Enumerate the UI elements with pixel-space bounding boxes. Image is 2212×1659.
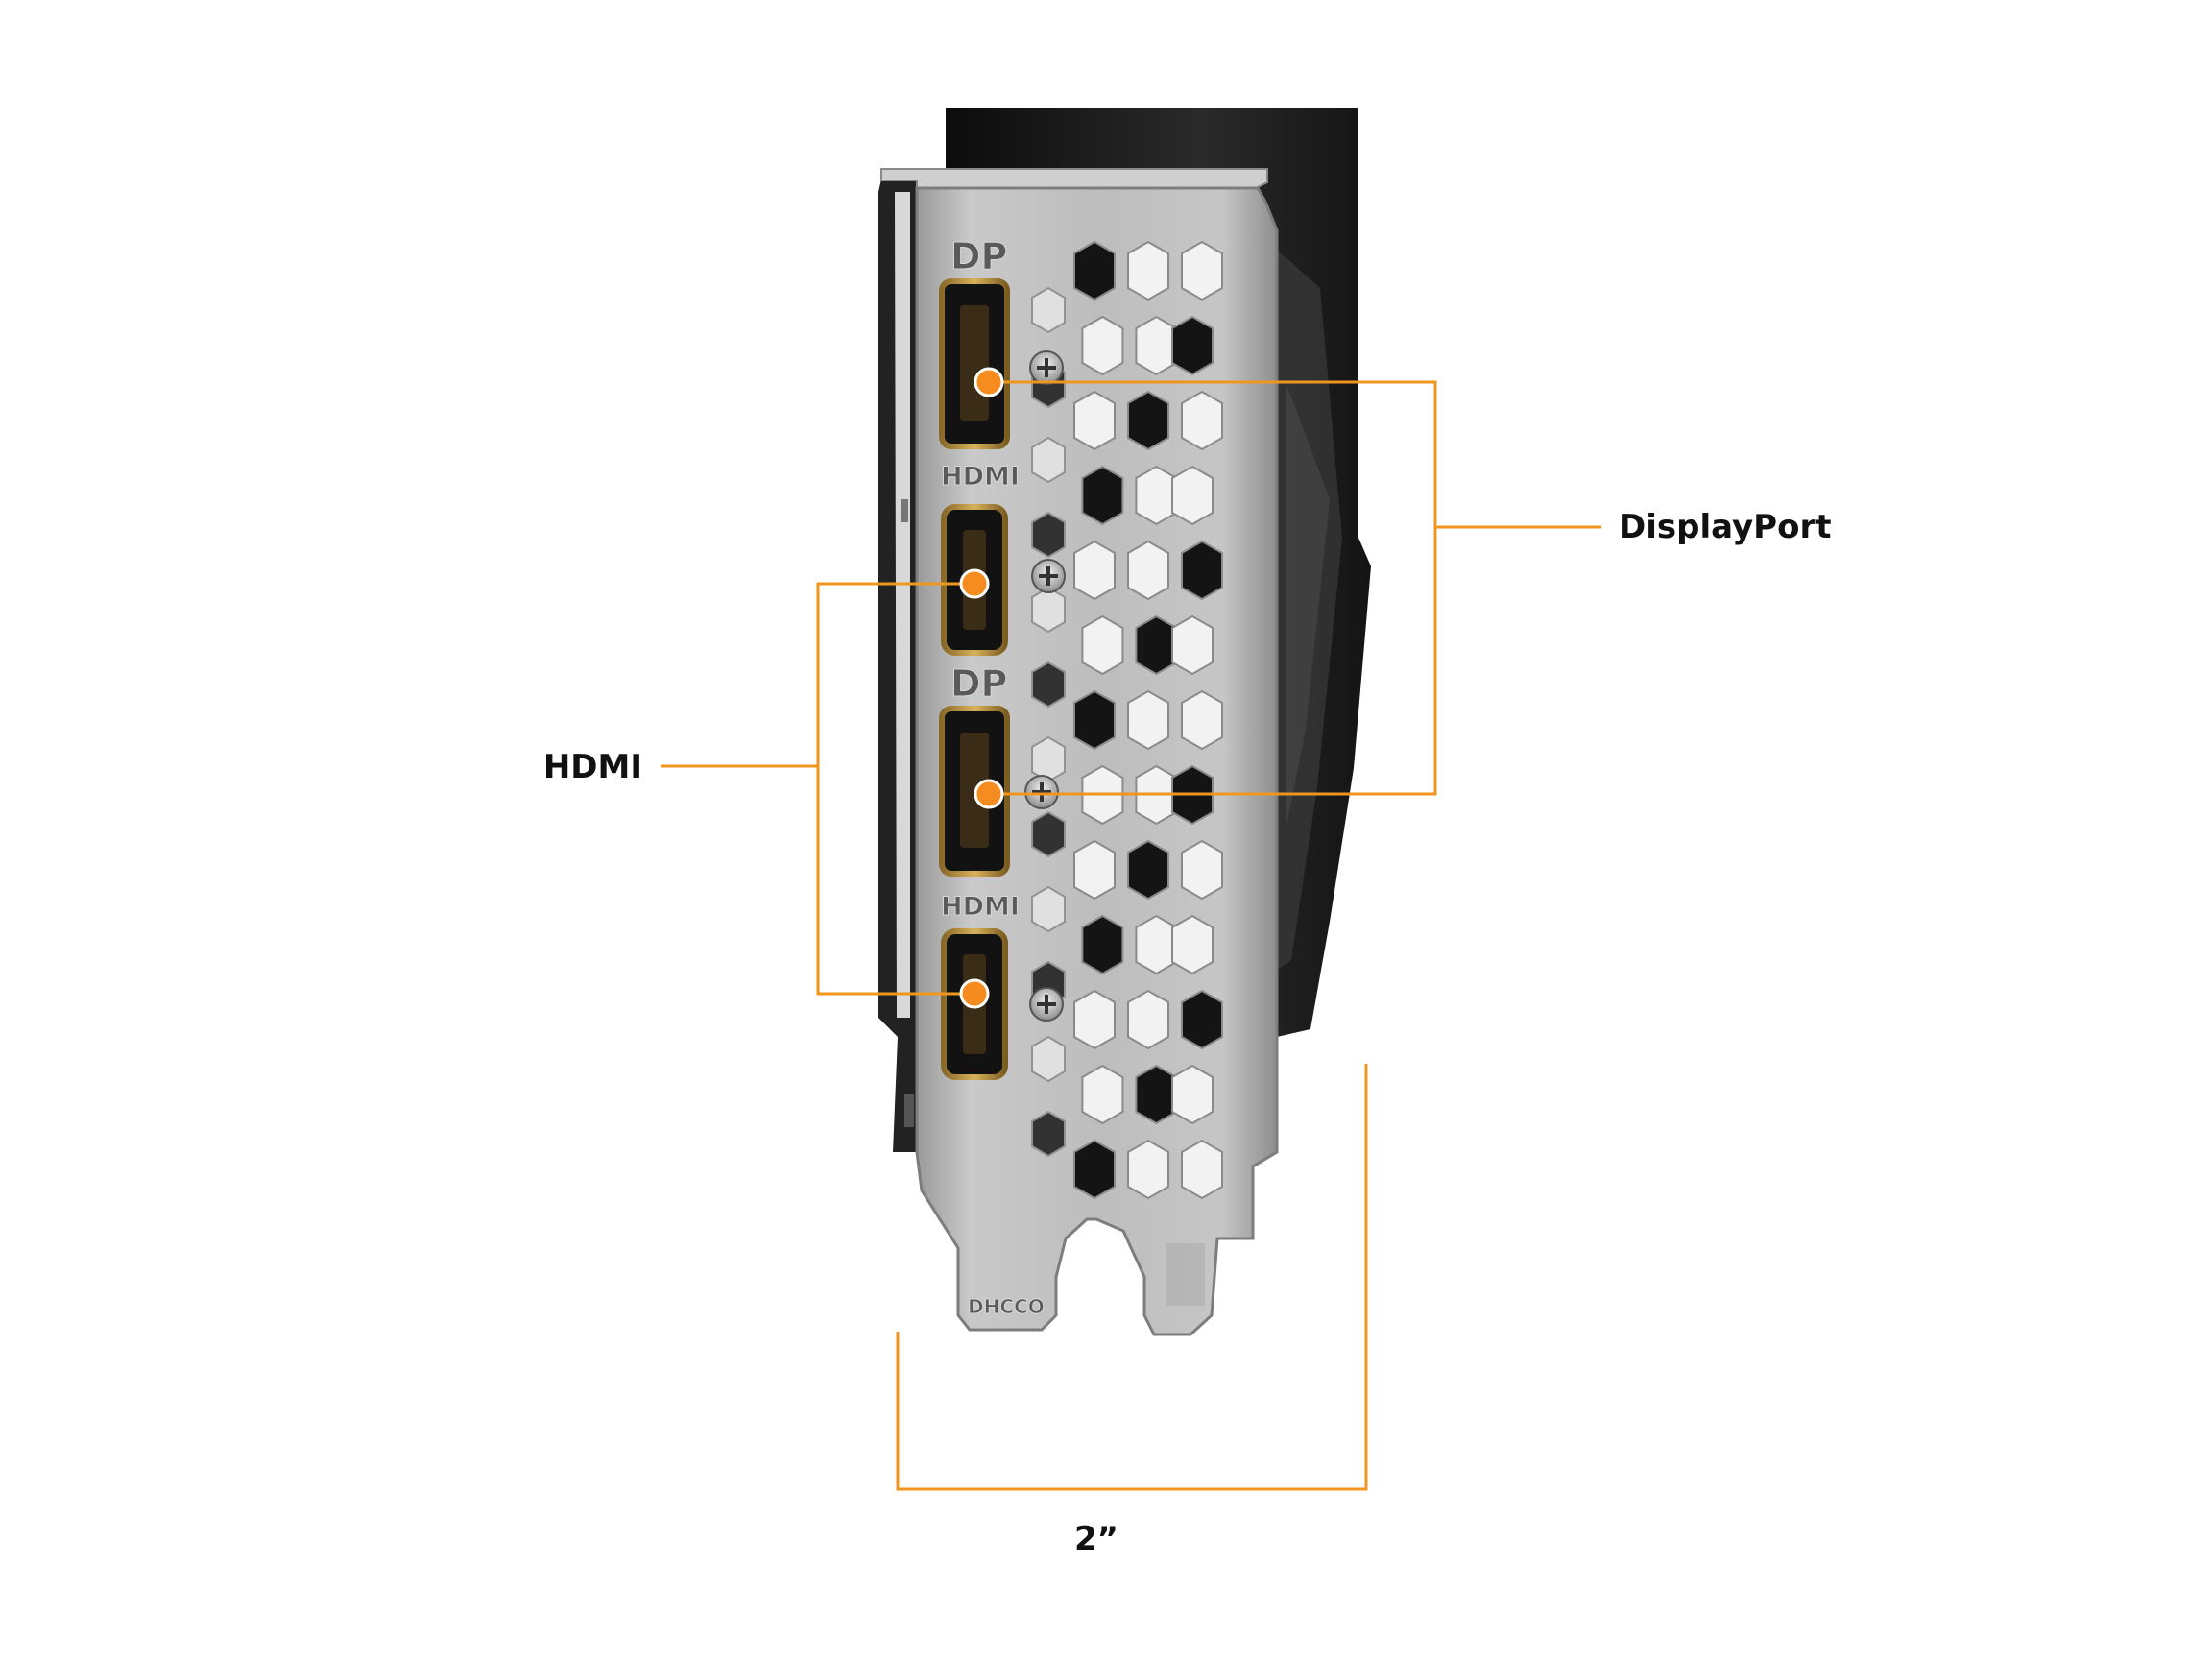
vent-cutout bbox=[1181, 839, 1223, 901]
vent-cutout bbox=[1171, 614, 1214, 676]
hdmi-bracket-line bbox=[816, 582, 974, 996]
displayport-label: DisplayPort bbox=[1619, 508, 1831, 546]
vent-cutout bbox=[1135, 614, 1178, 676]
vent-cutout bbox=[1031, 735, 1066, 783]
vent-cutout bbox=[1073, 540, 1116, 601]
screw-icon bbox=[1031, 559, 1066, 593]
vent-cutout bbox=[1073, 1139, 1116, 1200]
bracket-mark-dp-lower: DP bbox=[950, 662, 1007, 705]
vent-cutout bbox=[1127, 540, 1169, 601]
vent-cutout bbox=[1127, 1139, 1169, 1200]
bracket-mark-dp-top: DP bbox=[950, 235, 1007, 277]
screw-icon bbox=[1024, 775, 1059, 809]
vent-cutout bbox=[1073, 839, 1116, 901]
vent-cutout bbox=[1031, 1035, 1066, 1083]
vent-cutout bbox=[1081, 914, 1124, 975]
bracket-screws bbox=[1024, 350, 1066, 1022]
vent-cutout bbox=[1081, 315, 1124, 376]
vent-cutout bbox=[1127, 240, 1169, 301]
vent-cutout bbox=[1081, 1064, 1124, 1125]
bracket-vent-grid bbox=[1031, 240, 1223, 1200]
vent-cutout bbox=[1135, 315, 1178, 376]
port-marker-dot bbox=[974, 779, 1004, 809]
vent-cutout bbox=[1127, 989, 1169, 1050]
vent-cutout bbox=[1181, 989, 1223, 1050]
vent-cutout bbox=[1081, 465, 1124, 526]
bracket-stamp: DHCCO bbox=[968, 1295, 1045, 1318]
vent-cutout bbox=[1031, 511, 1066, 559]
vent-cutout bbox=[1081, 614, 1124, 676]
screw-icon bbox=[1029, 350, 1064, 385]
screw-icon bbox=[1029, 987, 1064, 1022]
vent-cutout bbox=[1127, 390, 1169, 451]
displayport-callout bbox=[989, 380, 1601, 796]
vent-cutout bbox=[1127, 839, 1169, 901]
vent-cutout bbox=[1031, 661, 1066, 709]
vent-cutout bbox=[1135, 914, 1178, 975]
pcb-side-plate bbox=[878, 171, 920, 1152]
vent-cutout bbox=[1127, 689, 1169, 751]
bracket-mark-hdmi-upper: HDMI bbox=[941, 462, 1020, 492]
vent-cutout bbox=[1073, 240, 1116, 301]
vent-cutout bbox=[1181, 1139, 1223, 1200]
displayport-bracket-line bbox=[989, 380, 1437, 796]
dimension-bracket bbox=[896, 1064, 1368, 1491]
hdmi-callout bbox=[661, 582, 974, 996]
vent-cutout bbox=[1031, 810, 1066, 858]
port-marker-dot bbox=[959, 978, 990, 1009]
vent-cutout bbox=[1031, 885, 1066, 933]
vent-cutout bbox=[1171, 914, 1214, 975]
vent-cutout bbox=[1031, 436, 1066, 484]
vent-cutout bbox=[1031, 1110, 1066, 1158]
vent-cutout bbox=[1135, 465, 1178, 526]
vent-cutout bbox=[1181, 689, 1223, 751]
vent-cutout bbox=[1073, 989, 1116, 1050]
vent-cutout bbox=[1171, 1064, 1214, 1125]
vent-cutout bbox=[1171, 465, 1214, 526]
dimension-label: 2” bbox=[1074, 1520, 1118, 1558]
port-marker-dot bbox=[959, 568, 990, 599]
port-marker-dots bbox=[959, 367, 1004, 1009]
vent-cutout bbox=[1031, 286, 1066, 334]
vent-cutout bbox=[1181, 390, 1223, 451]
vent-cutout bbox=[1171, 315, 1214, 376]
vent-cutout bbox=[1181, 540, 1223, 601]
displayport-upper bbox=[939, 278, 1010, 449]
vent-cutout bbox=[1135, 1064, 1178, 1125]
vent-cutout bbox=[1031, 586, 1066, 634]
port-marker-dot bbox=[974, 367, 1004, 397]
vent-cutout bbox=[1073, 390, 1116, 451]
bracket-mark-hdmi-lower: HDMI bbox=[941, 892, 1020, 922]
vent-cutout bbox=[1073, 689, 1116, 751]
vent-cutout bbox=[1181, 240, 1223, 301]
hdmi-label: HDMI bbox=[543, 748, 642, 786]
